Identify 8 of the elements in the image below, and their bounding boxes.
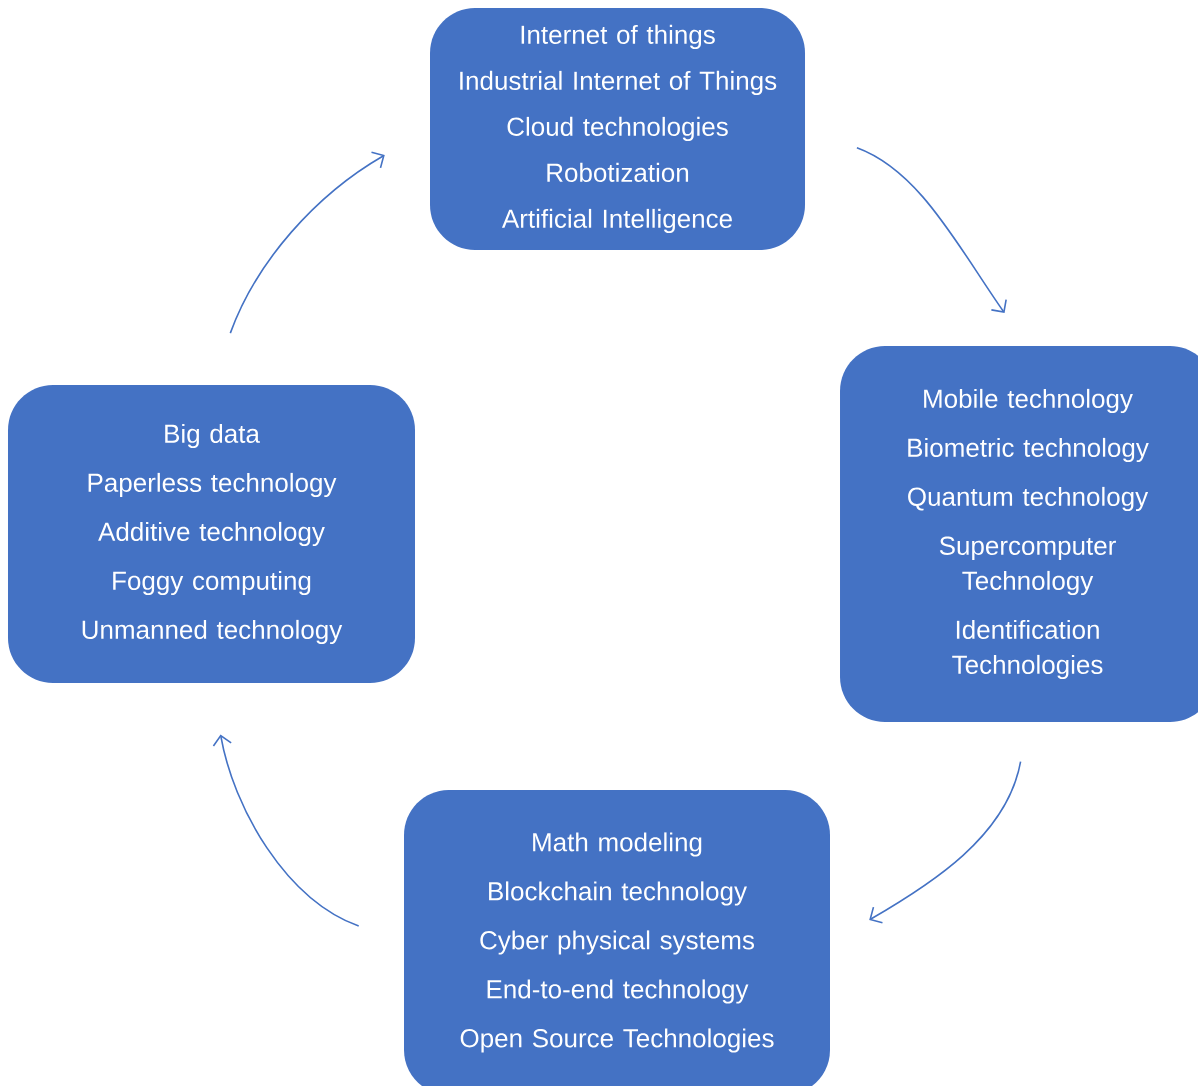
arrow — [869, 760, 1022, 924]
process-box: Mobile technology Biometric technology Quantum technology Supercomputer Technology Identification Technologies — [840, 346, 1198, 722]
arrow — [212, 734, 360, 927]
arrow — [229, 151, 385, 334]
process-box: Math modeling Blockchain technology Cyber physical systems End-to-end technology Open Source Technologies — [404, 790, 830, 1086]
process-box: Big data Paperless technology Additive technology Foggy computing Unmanned technology — [8, 385, 415, 683]
process-box: Internet of things Industrial Internet of Things Cloud technologies Robotization Artificial Intelligence — [430, 8, 805, 250]
arrow — [856, 147, 1007, 314]
